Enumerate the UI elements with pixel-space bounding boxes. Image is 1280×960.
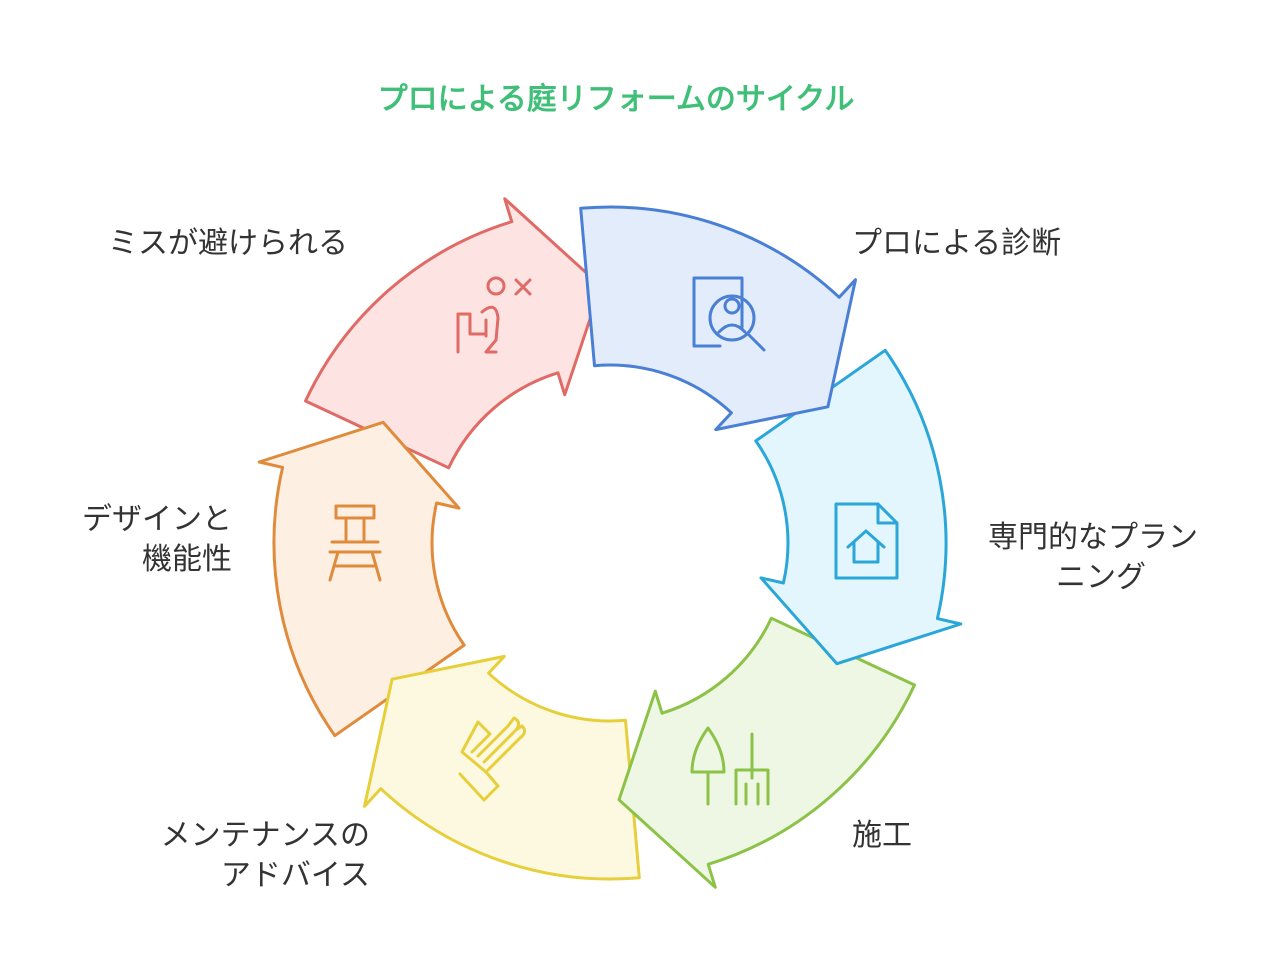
- cycle-arrow-construction: [617, 616, 916, 889]
- step-label-avoid-mistakes: ミスが避けられる: [108, 226, 348, 261]
- magnifier-person-icon: [692, 276, 766, 352]
- cycle-arrow-avoid-mistakes: [304, 197, 603, 470]
- step-label-construction: 施工: [852, 818, 912, 853]
- house-document-icon: [834, 502, 899, 580]
- glove-icon: [458, 716, 527, 802]
- step-label-maintenance: メンテナンスの アドバイス: [160, 818, 370, 893]
- step-label-design: デザインと 機能性: [82, 502, 232, 577]
- garden-chair-icon: [328, 504, 382, 582]
- step-label-planning: 専門的なプラン ニング: [988, 520, 1198, 595]
- step-label-diagnosis: プロによる診断: [852, 226, 1062, 261]
- cycle-arrow-maintenance: [363, 654, 641, 881]
- cycle-arrow-planning: [754, 348, 963, 666]
- cycle-arrow-diagnosis: [579, 205, 857, 432]
- garden-tools-icon: [690, 726, 770, 806]
- cycle-arrow-design: [257, 420, 466, 738]
- person-cross-icon: [456, 276, 532, 354]
- diagram-title: プロによる庭リフォームのサイクル: [377, 82, 855, 117]
